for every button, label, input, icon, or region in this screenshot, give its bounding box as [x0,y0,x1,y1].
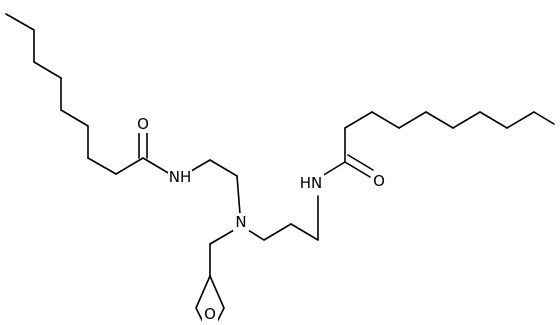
epoxide-oxygen-label: O [204,305,216,323]
atom-label-nh-left: NH [168,168,192,186]
nitrogen-label: N [235,213,246,231]
bond [60,109,89,127]
glycidyl-group [195,229,235,323]
left-octanoyl-chain [5,13,171,175]
atom-label-o-right: O [371,172,387,190]
atom-label-n-center: N [233,213,249,231]
bond [506,111,535,129]
bond [209,229,235,245]
bond [398,111,427,129]
nh-label: NH [169,168,192,186]
bond [452,111,481,129]
bond [247,229,265,241]
bond [425,111,454,129]
hn-label: HN [300,174,323,192]
bond [533,111,555,125]
bond [216,307,225,323]
bond [290,223,319,241]
bond [195,307,204,323]
double-bond [347,154,374,171]
right-octanoyl-chain [321,111,555,178]
bond [195,275,211,309]
right-ethylene-linker [247,195,319,241]
bond [142,157,171,175]
oxygen-label: O [373,172,385,190]
bond [263,223,292,241]
bond [479,111,508,129]
bond [209,159,238,177]
bond [209,275,225,309]
oxygen-label: O [137,115,149,133]
left-ethylene-linker [185,159,241,215]
bond [371,111,400,129]
bond [236,175,241,215]
bond [115,157,144,175]
bond [344,111,373,129]
bond [5,13,35,31]
bond [87,157,117,175]
atom-label-o-left: O [135,115,151,133]
atom-label-o-epoxide: O [202,305,218,323]
double-bond [344,161,371,178]
bond [321,161,346,177]
bond [33,61,62,79]
atom-label-hn-right: HN [298,174,324,192]
